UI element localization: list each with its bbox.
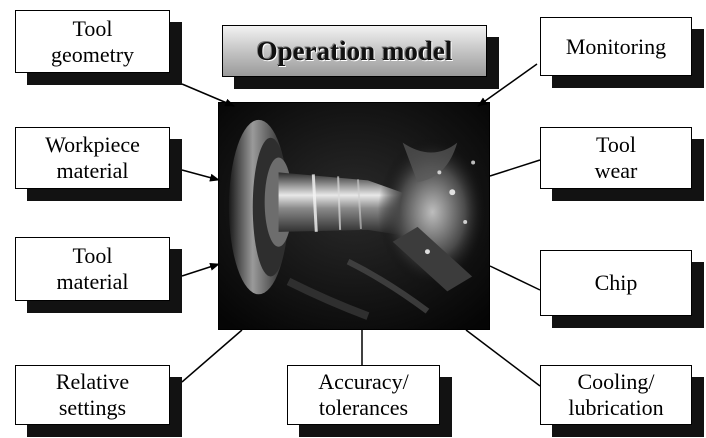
- box-tool-geometry: Tool geometry: [15, 10, 170, 73]
- box-monitoring: Monitoring: [540, 17, 692, 76]
- box-line: Tool: [72, 243, 112, 269]
- connector-cooling: [466, 330, 540, 386]
- box-line: material: [56, 158, 128, 184]
- box-tool-wear: Tool wear: [540, 127, 692, 189]
- box-line: Cooling/: [577, 369, 654, 395]
- box-line: Relative: [56, 369, 129, 395]
- box-line: Workpiece: [45, 132, 140, 158]
- box-cooling-lubrication: Cooling/ lubrication: [540, 365, 692, 425]
- box-workpiece-material: Workpiece material: [15, 127, 170, 189]
- box-line: Tool: [596, 132, 636, 158]
- box-line: geometry: [51, 42, 134, 68]
- connector-workpiece-material: [182, 170, 219, 180]
- box-line: tolerances: [319, 395, 408, 421]
- connector-tool-geometry: [182, 84, 234, 106]
- box-line: settings: [59, 395, 126, 421]
- box-line: wear: [595, 158, 638, 184]
- box-line: material: [56, 269, 128, 295]
- connector-tool-wear: [490, 160, 540, 176]
- box-line: Accuracy/: [318, 369, 408, 395]
- box-accuracy-tolerances: Accuracy/ tolerances: [287, 365, 440, 425]
- box-line: Monitoring: [566, 34, 666, 60]
- box-tool-material: Tool material: [15, 237, 170, 301]
- box-relative-settings: Relative settings: [15, 365, 170, 425]
- box-line: lubrication: [568, 395, 663, 421]
- diagram-title-text: Operation model: [257, 36, 453, 67]
- connector-chip: [490, 266, 540, 290]
- connector-tool-material: [182, 264, 219, 276]
- diagram-title: Operation model: [222, 25, 487, 77]
- box-line: Chip: [595, 270, 638, 296]
- box-line: Tool: [72, 16, 112, 42]
- connector-relative-settings: [182, 330, 242, 382]
- box-chip: Chip: [540, 250, 692, 316]
